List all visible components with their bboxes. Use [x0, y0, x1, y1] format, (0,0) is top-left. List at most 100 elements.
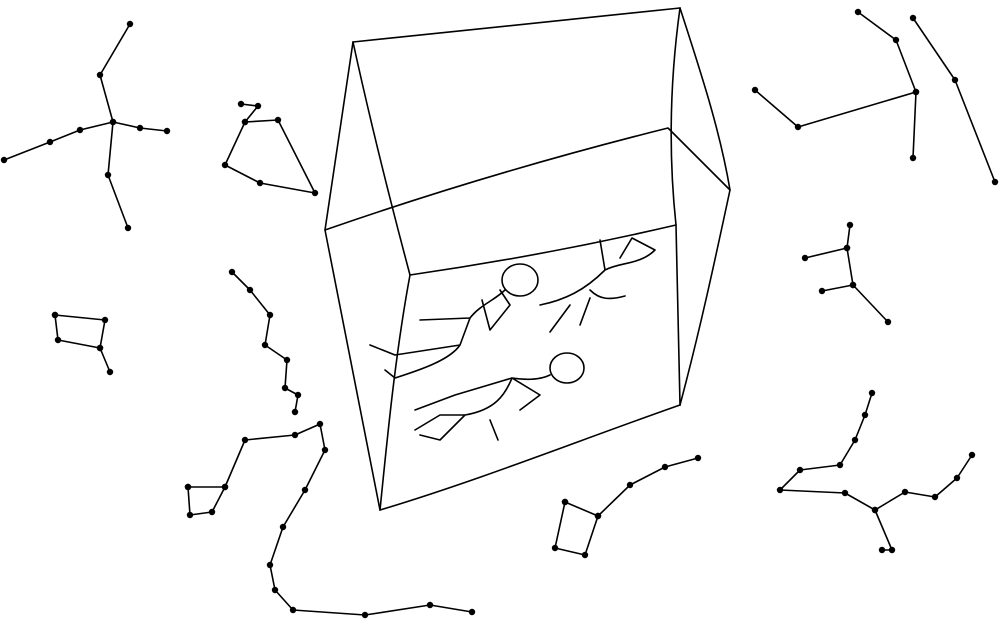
- constellation-line: [779, 392, 893, 551]
- constellation-line: [754, 89, 917, 159]
- star-dot: [0, 156, 8, 164]
- house-front-top: [409, 224, 677, 276]
- constellation-line: [874, 454, 973, 511]
- star-dot: [841, 489, 849, 497]
- constellation-line: [804, 247, 889, 323]
- star-dot: [794, 123, 802, 131]
- boy-figure: [414, 352, 585, 441]
- constellation-line: [554, 501, 599, 556]
- star-dot: [991, 178, 999, 186]
- star-dot: [126, 20, 134, 28]
- star-dot: [271, 586, 279, 594]
- star-dot: [953, 474, 961, 482]
- star-dot: [968, 451, 976, 459]
- star-dot: [46, 138, 54, 146]
- star-dot: [106, 368, 114, 376]
- star-dot: [694, 454, 702, 462]
- star-dot: [208, 508, 216, 516]
- star-dot: [626, 481, 634, 489]
- star-dot: [468, 608, 476, 616]
- house: [324, 7, 731, 511]
- star-dot: [186, 511, 194, 519]
- star-dot: [136, 124, 144, 132]
- star-dot: [109, 118, 117, 126]
- star-dot: [594, 512, 602, 520]
- star-dot: [951, 76, 959, 84]
- star-dot: [254, 102, 262, 110]
- house-roof-front: [352, 41, 411, 276]
- star-dot: [283, 356, 291, 364]
- star-dot: [124, 224, 132, 232]
- star-dot: [274, 116, 282, 124]
- star-dot: [909, 14, 917, 22]
- house-right-outline: [679, 7, 731, 406]
- house-bottom: [379, 404, 681, 511]
- star-dot: [912, 88, 920, 96]
- star-dot: [184, 483, 192, 491]
- constellation-line: [187, 486, 226, 516]
- star-dot: [228, 268, 236, 276]
- star-dot: [909, 154, 917, 162]
- star-dot: [289, 606, 297, 614]
- constellation-line: [54, 314, 111, 373]
- star-dot: [291, 431, 299, 439]
- sleeping-figures: [369, 237, 656, 441]
- star-dot: [256, 179, 264, 187]
- star-dot: [246, 286, 254, 294]
- star-dot: [163, 127, 171, 135]
- star-dot: [581, 551, 589, 559]
- star-dot: [311, 189, 319, 197]
- star-dot: [241, 436, 249, 444]
- star-dot: [901, 488, 909, 496]
- star-dot: [868, 389, 876, 397]
- star-dot: [96, 344, 104, 352]
- constellation-line: [821, 284, 854, 292]
- star-dot: [836, 461, 844, 469]
- star-dot: [294, 391, 302, 399]
- cat-figure: [539, 237, 656, 333]
- star-dot: [51, 311, 59, 319]
- star-dot: [801, 254, 809, 262]
- star-dot: [279, 523, 287, 531]
- star-dot: [661, 463, 669, 471]
- star-dot: [871, 506, 879, 514]
- star-dot: [561, 498, 569, 506]
- star-dot: [888, 546, 896, 554]
- star-dot: [892, 36, 900, 44]
- star-dot: [878, 546, 886, 554]
- constellation-line: [846, 224, 851, 249]
- star-dot: [843, 244, 851, 252]
- star-dot: [931, 493, 939, 501]
- house-left-outline: [324, 41, 381, 511]
- star-dot: [854, 8, 862, 16]
- constellation-line: [857, 11, 917, 93]
- star-dot: [846, 221, 854, 229]
- star-dot: [751, 86, 759, 94]
- constellation-line: [224, 103, 316, 194]
- house-mid-line: [324, 127, 731, 231]
- constellation-line: [912, 17, 996, 183]
- constellation-line: [99, 23, 131, 229]
- constellation-line: [224, 423, 473, 616]
- star-dot: [96, 71, 104, 79]
- star-dot: [237, 100, 245, 108]
- star-dot: [281, 384, 289, 392]
- star-dot: [361, 611, 369, 619]
- star-dot: [849, 281, 857, 289]
- star-dot: [266, 311, 274, 319]
- star-dot: [301, 486, 309, 494]
- star-dot: [104, 171, 112, 179]
- house-roof-ridge: [352, 7, 681, 43]
- star-dot: [316, 420, 324, 428]
- star-dot: [551, 544, 559, 552]
- star-dot: [291, 408, 299, 416]
- star-dot: [884, 318, 892, 326]
- star-dot: [818, 287, 826, 295]
- house-inner-roof: [670, 7, 681, 406]
- star-dot: [321, 446, 329, 454]
- star-dot: [54, 336, 62, 344]
- constellations: [0, 8, 999, 619]
- star-dot: [861, 411, 869, 419]
- star-dot: [796, 466, 804, 474]
